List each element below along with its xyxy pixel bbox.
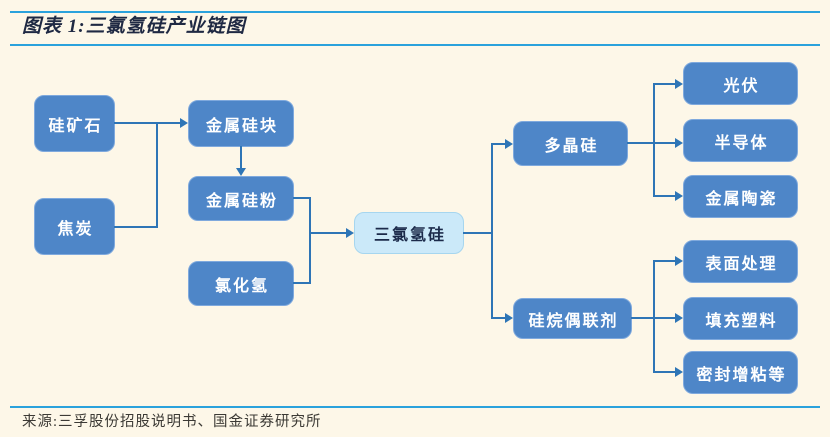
arrowhead-to-trichlorosilane bbox=[346, 228, 354, 238]
node-metal-silicon-powder-label: 金属硅粉 bbox=[205, 190, 278, 210]
node-silane-coupling-agent-label: 硅烷偶联剂 bbox=[528, 310, 619, 330]
arrowhead-to-powder bbox=[236, 168, 246, 176]
connector-to-silane-agent bbox=[491, 317, 505, 319]
node-silicon-ore: 硅矿石 bbox=[34, 95, 115, 152]
connector-powder-hcl-join bbox=[309, 197, 311, 284]
node-surface-treatment-label: 表面处理 bbox=[705, 253, 778, 273]
node-sealing-adhesion-label: 密封增粘等 bbox=[696, 364, 787, 384]
node-hydrogen-chloride-label: 氯化氢 bbox=[214, 275, 269, 295]
connector-to-sealing-adhesion bbox=[653, 371, 675, 373]
arrowhead-to-sealing-adhesion bbox=[675, 367, 683, 377]
connector-to-photovoltaic bbox=[653, 83, 675, 85]
node-semiconductor: 半导体 bbox=[683, 119, 798, 162]
node-trichlorosilane-label: 三氯氢硅 bbox=[373, 225, 446, 244]
connector-to-trichlorosilane bbox=[309, 232, 346, 234]
arrowhead-to-surface-treatment bbox=[675, 256, 683, 266]
node-metal-ceramics-label: 金属陶瓷 bbox=[705, 188, 778, 208]
source-note: 来源:三孚股份招股说明书、国金证券研究所 bbox=[22, 414, 322, 430]
title-bottom-rule bbox=[10, 44, 820, 46]
node-metal-silicon-block: 金属硅块 bbox=[188, 100, 294, 147]
chart-title: 图表 1:三氯氢硅产业链图 bbox=[22, 16, 246, 37]
arrowhead-to-filled-plastics bbox=[675, 313, 683, 323]
connector-split-main bbox=[491, 143, 493, 319]
connector-block-to-powder bbox=[240, 146, 242, 169]
arrowhead-to-polysilicon bbox=[505, 139, 513, 149]
arrowhead-to-block bbox=[180, 118, 188, 128]
node-metal-ceramics: 金属陶瓷 bbox=[683, 175, 798, 218]
footer-rule bbox=[10, 406, 820, 408]
connector-powder-stub bbox=[293, 197, 311, 199]
node-filled-plastics-label: 填充塑料 bbox=[705, 310, 778, 330]
title-top-rule bbox=[10, 11, 820, 13]
node-coke-label: 焦炭 bbox=[57, 218, 94, 238]
node-photovoltaic-label: 光伏 bbox=[723, 75, 760, 95]
connector-ore-to-block bbox=[114, 122, 181, 124]
node-photovoltaic: 光伏 bbox=[683, 62, 798, 105]
connector-to-polysilicon bbox=[491, 143, 505, 145]
connector-to-metal-ceramics bbox=[653, 195, 675, 197]
node-metal-silicon-block-label: 金属硅块 bbox=[205, 115, 278, 135]
node-polysilicon-label: 多晶硅 bbox=[544, 135, 599, 155]
arrowhead-to-semiconductor bbox=[675, 138, 683, 148]
node-filled-plastics: 填充塑料 bbox=[683, 297, 798, 340]
connector-trichlorosilane-out bbox=[463, 232, 493, 234]
connector-hcl-stub bbox=[293, 282, 311, 284]
node-metal-silicon-powder: 金属硅粉 bbox=[188, 176, 294, 221]
connector-ore-coke-join bbox=[156, 122, 158, 228]
node-trichlorosilane: 三氯氢硅 bbox=[354, 212, 464, 254]
node-hydrogen-chloride: 氯化氢 bbox=[188, 261, 294, 306]
arrowhead-to-metal-ceramics bbox=[675, 191, 683, 201]
arrowhead-to-silane-agent bbox=[505, 313, 513, 323]
node-silane-coupling-agent: 硅烷偶联剂 bbox=[513, 298, 632, 339]
connector-coke-stub bbox=[114, 226, 158, 228]
arrowhead-to-photovoltaic bbox=[675, 79, 683, 89]
node-polysilicon: 多晶硅 bbox=[513, 121, 628, 166]
connector-polysilicon-split bbox=[653, 83, 655, 197]
node-coke: 焦炭 bbox=[34, 198, 115, 255]
node-silicon-ore-label: 硅矿石 bbox=[48, 115, 103, 135]
connector-to-surface-treatment bbox=[653, 260, 675, 262]
connector-polysilicon-out bbox=[627, 142, 675, 144]
node-semiconductor-label: 半导体 bbox=[714, 132, 769, 152]
node-surface-treatment: 表面处理 bbox=[683, 240, 798, 283]
node-sealing-adhesion: 密封增粘等 bbox=[683, 351, 798, 394]
connector-silane-split bbox=[653, 260, 655, 373]
